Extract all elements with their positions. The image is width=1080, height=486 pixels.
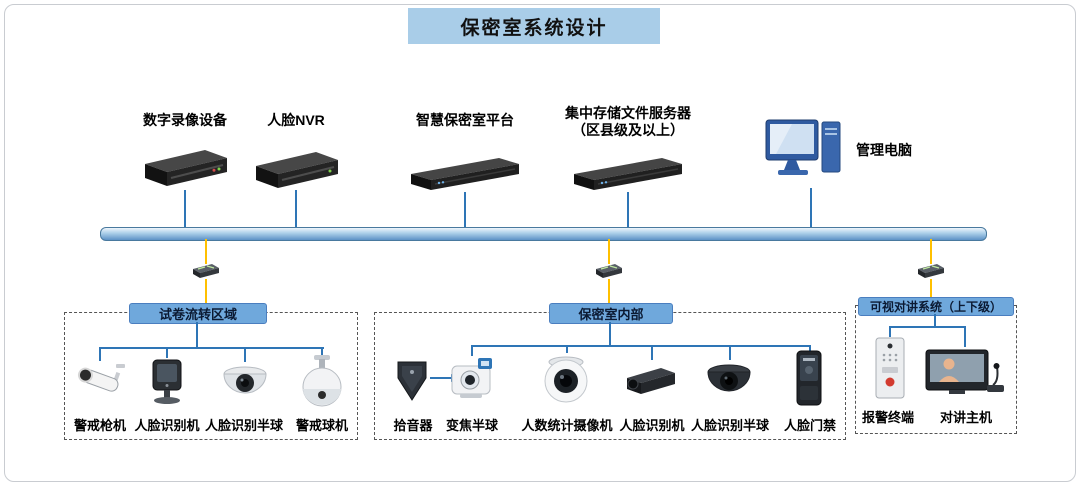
people-counting-camera-icon (544, 356, 588, 403)
dvr-icon (145, 150, 227, 186)
connector-tree (99, 347, 101, 361)
connector-switch-3-group-3 (930, 279, 932, 298)
connector-pickup-camera (430, 377, 452, 379)
device-label: 拾音器 (393, 418, 433, 433)
network-switch-icon (918, 264, 944, 278)
connector-pc-bus (810, 188, 812, 228)
dome-camera-icon (223, 366, 267, 394)
connector-tree (964, 326, 966, 347)
connector-tree (566, 345, 568, 353)
device-label: 警戒枪机 (73, 418, 126, 433)
intercom-host-icon (925, 349, 1004, 394)
device-label: 警戒球机 (295, 418, 348, 433)
group-label-secret-room: 保密室内部 (549, 303, 673, 324)
device-label-dvr: 数字录像设备 (143, 112, 227, 128)
rack-server-icon (411, 158, 519, 190)
alarm-terminal-icon (875, 337, 905, 399)
connector-server-bus (627, 192, 629, 228)
connector-tree (471, 345, 473, 356)
connector-bus-switch-1 (205, 239, 207, 264)
connector-tree (321, 347, 323, 355)
device-label: 人数统计摄像机 (521, 418, 613, 433)
connector-bus-switch-2 (608, 239, 610, 264)
device-label: 人脸识别机 (619, 418, 685, 433)
device-label: 报警终端 (861, 410, 914, 425)
face-access-control-icon (796, 350, 822, 406)
network-switch-icon (193, 264, 219, 278)
group-label-exam-area: 试卷流转区域 (129, 303, 267, 324)
connector-switch-2-group-2 (608, 279, 610, 304)
connector-tree (809, 345, 811, 351)
connector-switch-1-group-1 (205, 279, 207, 304)
connector-tree (934, 314, 936, 327)
connector-tree (609, 322, 611, 346)
device-label: 人脸识别机 (134, 418, 200, 433)
face-recognition-camera-icon (627, 368, 675, 394)
connector-tree (99, 347, 324, 349)
bullet-camera-icon (77, 364, 125, 392)
ptz-camera-icon (302, 355, 342, 407)
device-label-platform: 智慧保密室平台 (416, 112, 514, 128)
connector-tree (889, 326, 891, 337)
connector-bus-switch-3 (930, 239, 932, 264)
face-recognition-terminal-icon (152, 359, 182, 404)
zoom-dome-camera-icon (451, 358, 492, 398)
dome-camera-icon (707, 364, 751, 392)
connector-nvr-bus (295, 190, 297, 228)
device-label: 对讲主机 (939, 410, 992, 425)
device-label: 人脸门禁 (783, 418, 836, 433)
group-label-intercom-system: 可视对讲系统（上下级） (858, 297, 1014, 316)
connector-tree (166, 347, 168, 358)
network-bus (100, 227, 987, 241)
connector-tree (729, 345, 731, 360)
device-label: 人脸识别半球 (204, 418, 283, 433)
connector-tree (651, 345, 653, 360)
network-switch-icon (596, 264, 622, 278)
device-label-nvr: 人脸NVR (267, 112, 325, 128)
connector-dvr-bus (184, 190, 186, 228)
connector-tree (244, 347, 246, 362)
audio-pickup-icon (397, 361, 427, 401)
device-label-storage-server-sub: （区县级及以上） (572, 122, 684, 138)
device-label: 人脸识别半球 (690, 418, 769, 433)
device-label-management-pc: 管理电脑 (856, 142, 912, 158)
connector-tree (471, 345, 811, 347)
connector-platform-bus (464, 192, 466, 228)
device-label: 变焦半球 (445, 418, 498, 433)
connector-tree (196, 322, 198, 348)
page-title: 保密室系统设计 (408, 8, 660, 44)
connector-tree (889, 326, 966, 328)
outer-border (4, 4, 1076, 482)
nvr-icon (256, 152, 338, 188)
desktop-computer-icon (765, 119, 841, 175)
rack-server-icon (574, 158, 682, 190)
device-label-storage-server: 集中存储文件服务器 (565, 105, 691, 121)
